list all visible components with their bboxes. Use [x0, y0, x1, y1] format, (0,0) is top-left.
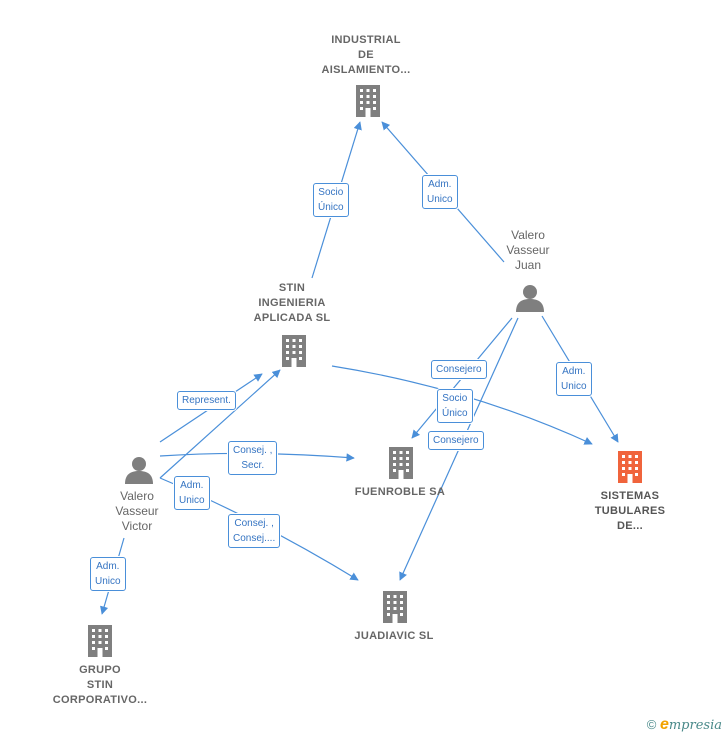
edges [100, 121, 619, 615]
edge-victor-stin-adm [159, 369, 281, 479]
node-fuenroble-label[interactable]: FUENROBLE SA [354, 486, 446, 498]
node-industrial-label[interactable]: INDUSTRIAL DE AISLAMIENTO... [321, 34, 411, 76]
node-grupo-label[interactable]: GRUPO STIN CORPORATIVO... [52, 664, 148, 706]
edge-label-represent: Represent. [177, 391, 236, 410]
node-juadiavic-label[interactable]: JUADIAVIC SL [354, 630, 434, 642]
node-juan-label[interactable]: Valero Vasseur Juan [506, 228, 550, 272]
edge-label-consejero: Consejero [428, 431, 484, 450]
edge-label-consejero: Consejero [431, 360, 487, 379]
person-icon [125, 457, 153, 484]
building-icon [389, 447, 413, 479]
building-icon [88, 625, 112, 657]
edge-label-adm-unico: Adm. Unico [422, 175, 458, 209]
building-icon [383, 591, 407, 623]
copyright-symbol: © [646, 717, 657, 732]
node-stin-label[interactable]: STIN INGENIERIA APLICADA SL [253, 282, 331, 324]
building-icon [356, 85, 380, 117]
edge-label-consej-secr: Consej. , Secr. [228, 441, 278, 475]
node-victor-label[interactable]: Valero Vasseur Victor [115, 489, 159, 533]
empresia-logo-e: e [659, 716, 669, 733]
empresia-logo-text: mpresia [668, 718, 722, 733]
building-icon [282, 335, 306, 367]
edge-label-adm-unico: Adm. Unico [90, 557, 126, 591]
empresia-watermark: © empresia [647, 716, 722, 734]
edge-label-adm-unico: Adm. Unico [556, 362, 592, 396]
building-icon [618, 451, 642, 483]
node-sistemas-label[interactable]: SISTEMAS TUBULARES DE... [594, 490, 666, 532]
edge-label-socio-unico: Socio Único [437, 389, 473, 423]
edge-label-adm-unico: Adm. Unico [174, 476, 210, 510]
edge-label-consej-consej: Consej. , Consej.... [228, 514, 281, 548]
edge-label-socio-unico: Socio Único [313, 183, 349, 217]
person-icon [516, 285, 544, 312]
